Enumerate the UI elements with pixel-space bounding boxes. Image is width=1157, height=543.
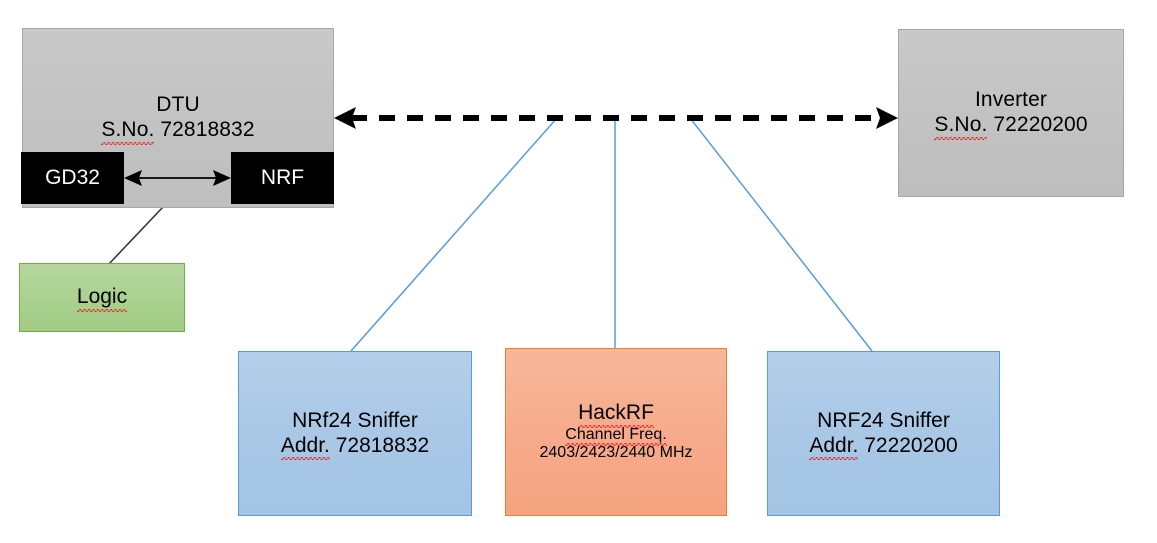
inverter-title: Inverter <box>975 88 1047 112</box>
sniffer-right-title-nr: NRF24 Sniffer <box>817 408 950 432</box>
dtu-serial: S.No. 72818832 <box>101 118 255 145</box>
inverter-serial-value: 72220200 <box>993 113 1088 136</box>
sniffer-left-title: NRf24 Sniffer <box>292 409 418 434</box>
sniffer-left-addr: Addr. 72818832 <box>280 433 430 461</box>
sniffer-left-tap-wire <box>350 117 558 352</box>
rf-link-arrowhead-right <box>876 107 898 129</box>
dtu-serial-value: 72818832 <box>160 118 255 141</box>
gd32-chip[interactable]: GD32 <box>21 152 124 204</box>
rf-link-arrowhead-left <box>334 107 356 129</box>
nrf-label: NRF <box>260 166 305 189</box>
sniffer-right-title: NRF24 Sniffer <box>817 409 950 434</box>
sniffer-right-addr: Addr. 72220200 <box>809 433 958 461</box>
hackrf-node[interactable]: HackRF Channel Freq. 2403/2423/2440 MHz <box>505 348 727 516</box>
sniffer-right-addr-value: 72220200 <box>864 433 958 457</box>
dtu-title: DTU <box>156 93 200 117</box>
sniffer-right-node[interactable]: NRF24 Sniffer Addr. 72220200 <box>767 351 1000 516</box>
hackrf-subtitle-text: Channel Freq. <box>565 425 668 447</box>
sniffer-right-tap-wire <box>689 117 873 352</box>
inverter-serial-prefix: S.No. <box>934 113 988 140</box>
hackrf-subtitle: Channel Freq. <box>565 425 668 447</box>
inverter-serial: S.No. 72220200 <box>934 113 1088 140</box>
gd32-label: GD32 <box>45 166 100 189</box>
dtu-serial-prefix: S.No. <box>101 118 155 145</box>
logic-label: Logic <box>76 285 128 312</box>
sniffer-left-addr-value: 72818832 <box>335 433 430 457</box>
sniffer-left-node[interactable]: NRf24 Sniffer Addr. 72818832 <box>238 351 472 516</box>
sniffer-left-title-nr: NRf24 Sniffer <box>292 408 418 432</box>
nrf-chip[interactable]: NRF <box>231 152 334 204</box>
logic-analyzer-node[interactable]: Logic <box>19 263 185 332</box>
inverter-node[interactable]: Inverter S.No. 72220200 <box>898 29 1124 197</box>
hackrf-frequencies: 2403/2423/2440 MHz <box>539 444 693 462</box>
sniffer-right-addr-prefix: Addr. <box>809 433 859 461</box>
sniffer-left-addr-prefix: Addr. <box>280 433 330 461</box>
hackrf-title: HackRF <box>578 400 654 428</box>
